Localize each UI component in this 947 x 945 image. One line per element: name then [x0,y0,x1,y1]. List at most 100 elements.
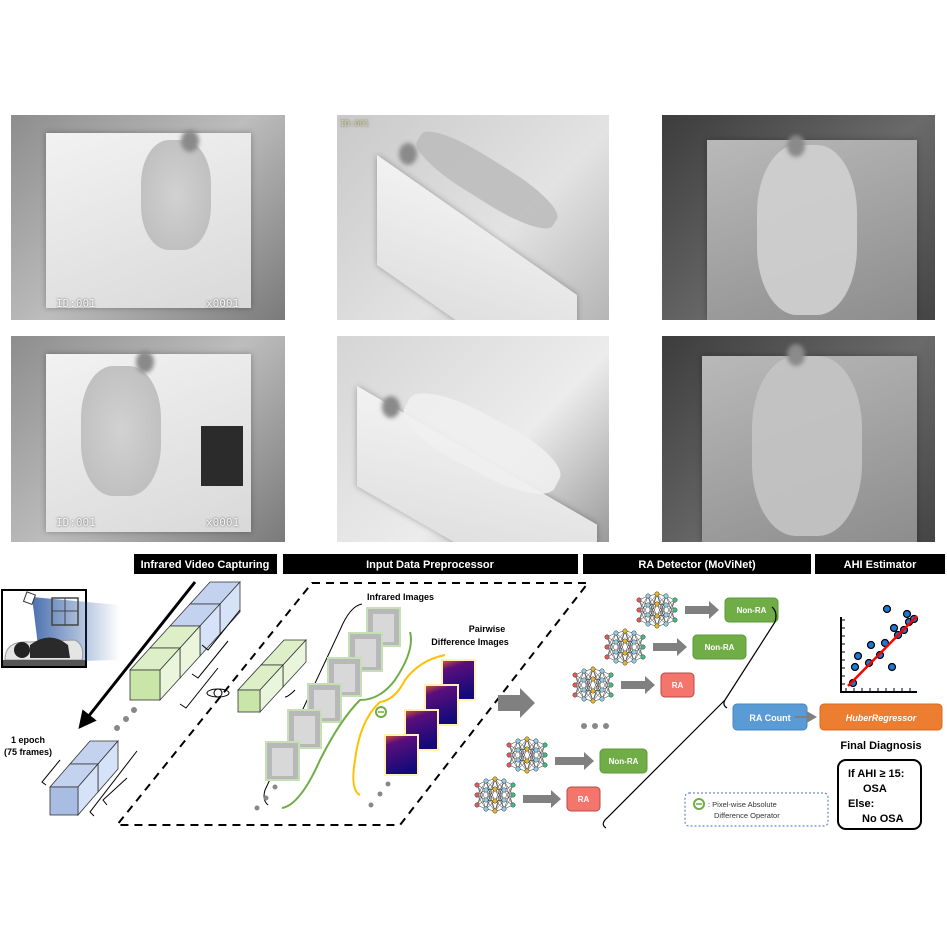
network-node [572,682,578,688]
network-edge [638,604,649,621]
diagnosis-rule-box: If AHI ≥ 15: OSA Else: No OSA [837,759,922,830]
scatter-point [850,662,860,672]
stage-header-label: Infrared Video Capturing [141,559,270,571]
network-node [631,658,637,664]
network-edge [633,646,644,662]
difference-heatmap-frame [404,709,439,751]
network-edge [665,599,676,625]
rule-line: If AHI ≥ 15: [848,768,904,780]
network-edge [601,670,612,686]
network-node [515,757,521,763]
network-edge [656,595,667,617]
network-node [506,752,512,758]
regression-scatter-icon [840,604,919,693]
ra-output-box [660,672,695,698]
photo-id-overlay: ID:001 [340,119,369,128]
network-edge [583,668,594,700]
arrow-icon [795,711,818,723]
network-edge [615,630,626,653]
network-edge [615,632,626,654]
network-edge [476,784,487,810]
network-node [645,612,651,618]
arrow-icon [523,790,561,808]
network-edge [574,670,585,696]
cube-front-face [129,669,161,701]
stage-header-detector: RA Detector (MoViNet) [583,554,811,574]
network-node [515,747,521,753]
network-node [608,672,614,678]
network-edge [535,744,546,770]
network-edge [633,636,644,653]
arrow-icon [555,752,594,770]
network-node [510,782,516,788]
network-node [474,782,480,788]
sleeper-head [14,642,30,658]
network-edge [665,595,676,611]
network-node [590,698,596,704]
network-node [474,802,480,808]
stage-header-estimator: AHI Estimator [815,554,945,574]
network-edge [535,744,546,761]
stage-header-label: Input Data Preprocessor [366,559,494,571]
network-node [613,658,619,664]
infrared-curve [281,631,412,809]
ellipsis-dots [254,781,391,811]
time-arrow [78,581,197,730]
network-node [572,672,578,678]
network-edge [508,740,519,766]
network-node [663,621,669,627]
network-node [654,591,660,597]
network-node [604,634,610,640]
network-edge [601,684,612,700]
network-node [533,766,539,772]
network-edge [517,740,528,772]
network-node [604,654,610,660]
photo-id-overlay: ID:001 [56,516,96,529]
network-node [474,792,480,798]
network-node [483,806,489,812]
network-edge [503,784,514,801]
output-label: RA [672,681,684,690]
epoch-frames-label: (75 frames) [4,747,52,757]
network-node [622,638,628,644]
network-node [483,778,489,784]
scatter-point [880,638,890,648]
sleep-photo-2: ID:001 [337,115,609,320]
network-edge [624,632,635,664]
network-node [515,766,521,772]
network-edge [485,788,496,810]
sleep-photo-1: ID:001 x0001 [11,115,285,320]
network-edge [638,609,649,625]
network-edge [503,780,514,806]
network-edge [476,794,487,810]
black-pillow [201,426,243,486]
network-node [590,676,596,682]
network-node [645,602,651,608]
non-ra-output-box [724,597,779,623]
network-node [622,650,628,656]
network-node [599,696,605,702]
network-node [572,692,578,698]
neural-network-icon [474,776,516,814]
ra-output-box [566,786,601,812]
network-node [654,601,660,607]
network-edge [606,632,617,648]
network-edge [526,749,537,772]
arrow-icon [685,601,719,619]
network-node [510,802,516,808]
network-edge [574,674,585,700]
network-edge [535,754,546,770]
network-edge [494,778,505,810]
network-edge [485,780,496,812]
network-node [631,649,637,655]
scatter-point [889,623,899,633]
network-edge [535,740,546,766]
network-edge [503,780,514,796]
network-edge [647,595,658,627]
network-edge [615,640,626,662]
network-edge [606,641,617,658]
network-node [524,758,530,764]
huber-regressor-box: HuberRegressor [819,703,943,731]
network-node [613,639,619,645]
network-edge [615,630,626,662]
